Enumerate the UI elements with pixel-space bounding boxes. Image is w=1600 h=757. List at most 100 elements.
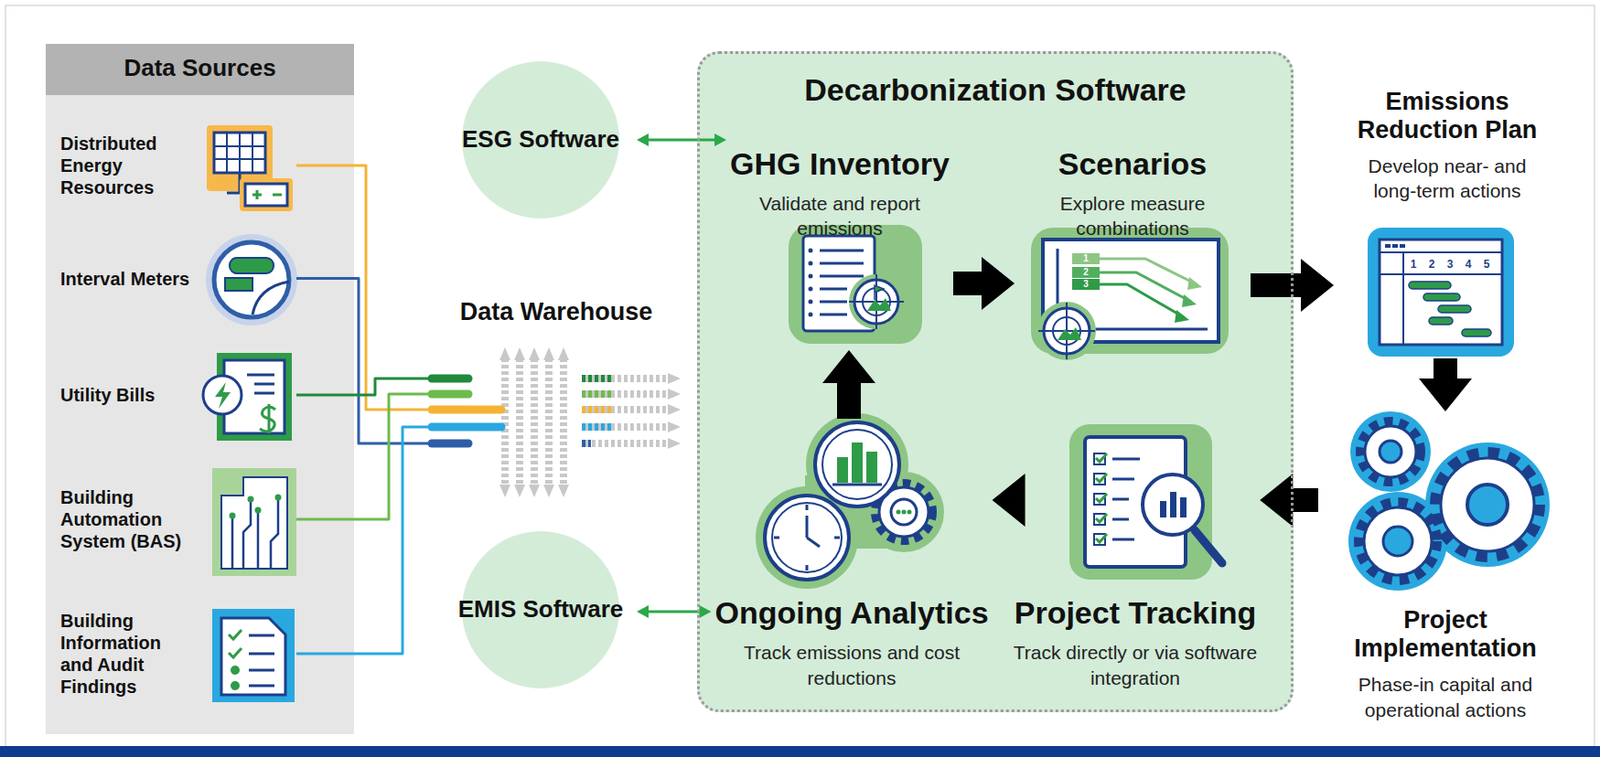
ghg-icon (788, 225, 923, 344)
body-text: Phase-in capital and operational actions (1340, 672, 1551, 723)
ghg-icon (848, 274, 904, 330)
tracking-icon (1069, 424, 1223, 580)
arrow-head (822, 350, 876, 384)
utility-bill-icon (246, 375, 275, 394)
scenarios-icon (1072, 279, 1100, 290)
warehouse-graphic (431, 423, 502, 432)
plan-icon (1399, 244, 1406, 248)
utility-bill-icon (214, 382, 231, 409)
analytics-icon (837, 457, 849, 484)
flow-arrow (636, 133, 727, 147)
software-circle: EMIS Software (444, 531, 637, 689)
tracking-icon (1084, 437, 1186, 568)
gears-icon (1348, 411, 1550, 591)
tracking-icon (1142, 474, 1203, 536)
callout-number: 5 (1483, 258, 1491, 270)
analytics-icon (866, 451, 878, 484)
gears-icon (1383, 526, 1413, 557)
scenarios-icon (1057, 327, 1082, 341)
warehouse-graphic (558, 484, 570, 498)
data-source: Building Information and Audit Findings (60, 603, 297, 705)
flow-arrow (636, 605, 711, 619)
heading-text: ESG Software (461, 126, 620, 154)
arrow-head (992, 473, 1026, 527)
tracking-icon (1180, 497, 1187, 518)
analytics-icon (822, 429, 892, 500)
der-icon (239, 178, 293, 212)
arrow-shaft (1250, 273, 1302, 298)
plan-icon (1423, 293, 1461, 301)
flow-arrow (992, 473, 1026, 527)
der-icon (214, 132, 266, 173)
bas-icon (275, 494, 282, 502)
gears-icon (1440, 458, 1535, 552)
audit-icon (221, 618, 286, 696)
analytics-icon (907, 510, 913, 516)
plan-icon (1428, 317, 1453, 325)
scenarios-icon (1030, 227, 1229, 355)
bas-icon (229, 513, 237, 520)
backgrounds (461, 61, 620, 219)
software-circle: ESG Software (444, 61, 637, 219)
ghg-icon (808, 287, 814, 292)
warehouse-graphic (431, 375, 469, 384)
tracking-icon (1112, 459, 1140, 540)
plan-icon (1379, 252, 1503, 345)
body-text: Develop near- and long-term actions (1349, 153, 1547, 205)
scenarios-icon (1174, 310, 1190, 323)
analytics-icon (772, 503, 842, 573)
process-step: Project ImplementationPhase-in capital a… (1318, 411, 1573, 723)
bas-icon (255, 507, 262, 515)
heading-text: Project Implementation (1318, 606, 1573, 664)
warehouse-graphic (499, 347, 511, 361)
heading-text: Ongoing Analytics (714, 595, 988, 632)
ghg-icon (874, 285, 884, 301)
heading-text: Project Tracking (1014, 595, 1257, 632)
process-step: ScenariosExplore measure combinations (1014, 128, 1251, 360)
interval-meter-icon (229, 257, 274, 274)
plan-icon (1379, 239, 1503, 345)
backgrounds (0, 5, 1600, 757)
warehouse-graphic (528, 484, 540, 498)
warehouse-graphic (543, 484, 555, 498)
der-icon (245, 183, 288, 206)
bas-icon (232, 497, 279, 570)
tracking-icon (1069, 424, 1213, 580)
interval-meter-icon (225, 278, 253, 291)
audit-icon (248, 635, 275, 687)
heading-text: Utility Bills (60, 384, 198, 407)
arrow-head (636, 605, 649, 619)
plan-icon (1367, 227, 1515, 357)
arrow-head (1259, 473, 1293, 527)
arrow-shaft (1291, 488, 1319, 513)
heading-text: Data Sources (123, 42, 276, 94)
analytics-icon (851, 442, 863, 484)
warehouse-graphic (431, 347, 681, 498)
callout-number: 1 (1410, 258, 1418, 270)
heading-text: Interval Meters (60, 268, 198, 290)
warehouse-graphic (581, 423, 612, 431)
flow-arrow (822, 350, 876, 419)
audit-icon (212, 609, 295, 703)
audit-icon (228, 630, 242, 658)
callout-number: 2 (1428, 258, 1436, 270)
arrow-head (1418, 378, 1472, 412)
heading-text: Distributed Energy Resources (60, 132, 198, 199)
scenarios-icon (1181, 294, 1197, 308)
gears-icon (1361, 422, 1420, 482)
scenarios-icon (1037, 301, 1096, 361)
plan-icon (1385, 244, 1391, 248)
gears-icon (1364, 426, 1417, 478)
gears-icon (1348, 492, 1448, 591)
scenarios-icon (1030, 227, 1229, 361)
callout-number: 4 (1465, 258, 1472, 270)
heading-text: Building Automation System (BAS) (60, 486, 198, 553)
backgrounds (0, 746, 1600, 757)
audit-icon (230, 665, 240, 676)
backgrounds (45, 43, 355, 735)
analytics-icon (755, 413, 945, 590)
bas-icon (247, 496, 255, 504)
interval-meter-icon (214, 242, 290, 318)
scenarios-icon (1072, 253, 1100, 265)
